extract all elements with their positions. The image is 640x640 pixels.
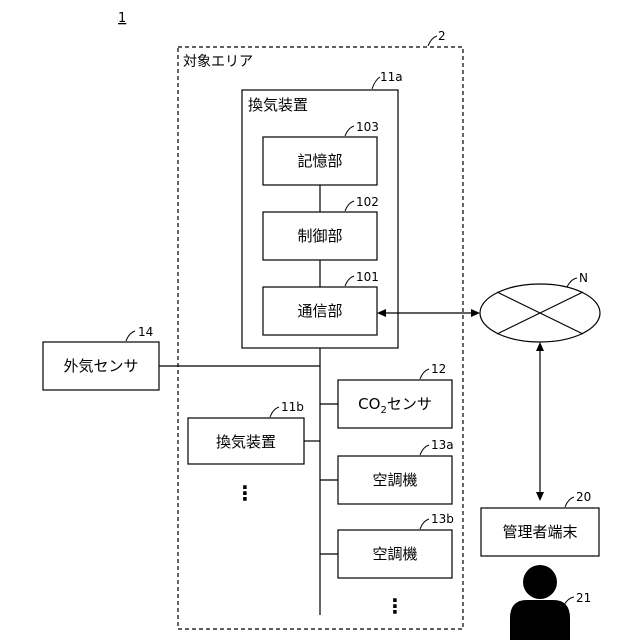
ellipsis-right: ⋮ — [385, 594, 405, 618]
network-node: N — [480, 271, 600, 342]
control-unit: 制御部 102 — [263, 195, 379, 260]
storage-unit-label: 記憶部 — [297, 152, 342, 170]
aircon-b-ref: 13b — [431, 512, 454, 526]
arrow-comm-network — [377, 309, 480, 317]
admin-user-ref-leader — [564, 597, 574, 605]
figure-number: 1 — [118, 11, 126, 26]
aircon-a-ref-leader — [420, 445, 429, 455]
co2-label-suffix: センサ — [387, 395, 432, 413]
network-ref: N — [579, 271, 588, 285]
co2-sensor-label: CO2センサ — [358, 395, 432, 416]
admin-terminal-label: 管理者端末 — [502, 523, 577, 541]
ventilator-a-ref-leader — [372, 77, 380, 89]
storage-unit-ref: 103 — [356, 120, 379, 134]
control-unit-ref: 102 — [356, 195, 379, 209]
admin-user: 21 — [510, 565, 591, 640]
aircon-b-label: 空調機 — [372, 545, 417, 563]
outdoor-sensor-ref: 14 — [138, 325, 153, 339]
ventilator-a-ref: 11a — [380, 70, 403, 84]
co2-label-prefix: CO — [358, 395, 380, 413]
storage-unit: 記憶部 103 — [263, 120, 379, 185]
comm-unit: 通信部 101 — [263, 270, 379, 335]
comm-unit-label: 通信部 — [297, 302, 342, 320]
co2-sensor: CO2センサ 12 — [338, 362, 452, 428]
comm-unit-ref-leader — [345, 276, 354, 286]
co2-sensor-ref-leader — [420, 369, 429, 379]
outdoor-sensor-label: 外気センサ — [63, 357, 138, 375]
storage-unit-ref-leader — [345, 126, 354, 136]
target-area-ref: 2 — [438, 29, 446, 43]
admin-user-ref: 21 — [576, 591, 591, 605]
ventilator-a-label: 換気装置 — [248, 96, 308, 114]
control-unit-label: 制御部 — [297, 227, 342, 245]
aircon-b: 空調機 13b — [338, 512, 454, 578]
ellipsis-left: ⋮ — [235, 481, 255, 505]
aircon-a-label: 空調機 — [372, 471, 417, 489]
arrowhead-right — [471, 309, 480, 317]
control-unit-ref-leader — [345, 201, 354, 211]
ventilator-b-ref: 11b — [281, 400, 304, 414]
network-ref-leader — [567, 278, 577, 287]
aircon-a-ref: 13a — [431, 438, 454, 452]
aircon-b-ref-leader — [420, 519, 429, 529]
arrowhead-down — [536, 492, 544, 501]
person-icon-head — [523, 565, 557, 599]
target-area-ref-leader — [428, 36, 437, 46]
arrowhead-up — [536, 342, 544, 351]
aircon-a: 空調機 13a — [338, 438, 454, 504]
ventilator-b-label: 換気装置 — [216, 433, 276, 451]
outdoor-sensor-ref-leader — [126, 331, 135, 341]
outdoor-sensor: 外気センサ 14 — [43, 325, 159, 390]
co2-sensor-ref: 12 — [431, 362, 446, 376]
person-icon-body — [510, 600, 570, 640]
ventilator-b: 換気装置 11b — [188, 400, 304, 464]
arrowhead-left — [377, 309, 386, 317]
arrow-network-admin — [536, 342, 544, 501]
ventilator-b-ref-leader — [270, 407, 279, 417]
admin-terminal-ref: 20 — [576, 490, 591, 504]
comm-unit-ref: 101 — [356, 270, 379, 284]
target-area-label: 対象エリア — [183, 54, 253, 70]
admin-terminal-ref-leader — [565, 497, 574, 507]
